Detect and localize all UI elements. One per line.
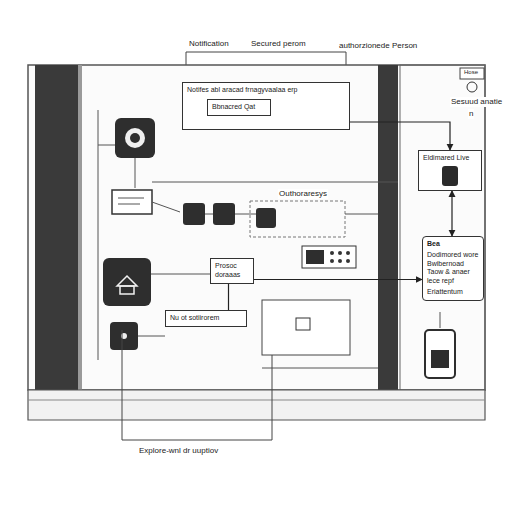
keypad-key [338,251,342,255]
wire [151,274,210,275]
device-icon [213,203,235,225]
sensor-icon [110,322,138,350]
wire [98,145,115,146]
label: n [468,109,474,119]
housing [28,65,485,390]
keypad-key [330,259,334,263]
controller-box [262,300,350,355]
connector [228,284,229,311]
card-line [118,198,144,199]
process-box: Bbnacred Qat [207,99,271,116]
bottom-bracket [272,355,273,440]
bottom-bracket [122,330,123,440]
label: Notification [188,39,230,49]
bottom-bracket [122,440,272,441]
keypad-key [346,259,350,263]
tag-box [460,68,484,79]
card-line [118,204,140,205]
process-box: BeaDodimored wore Bwibernoad Taow & anae… [422,236,484,301]
home-wall [120,286,134,294]
wire [440,312,441,328]
wire [135,158,136,188]
wire [138,336,165,337]
keypad-key [330,251,334,255]
right-band [378,65,398,390]
node-text: Nu ot sotiirorem [170,314,242,323]
process-box: Nu ot sotiirorem [165,310,247,327]
node-text: Eldimared Live [423,154,477,163]
controller-icon [296,318,310,330]
device-icon [256,208,276,228]
left-band [35,65,78,390]
base [28,390,485,420]
band-edge [78,65,82,390]
camera-lens [130,133,140,143]
lock-icon [425,330,455,378]
connector [350,122,450,150]
camera-icon [115,118,155,158]
node-text: Bbnacred Qat [212,103,266,112]
node-text: Bea [427,240,479,249]
keypad [302,246,356,268]
keypad-key [346,251,350,255]
base-line [28,400,485,401]
node-text: Notifes abl aracad frnagyvaalaa erp [187,86,345,95]
node-text: Prosoc doraaas [215,262,249,280]
node-text: Eriattentum [427,288,479,297]
label: Hose [463,69,479,76]
keypad-screen [306,250,324,264]
camera-lens [125,128,145,148]
top-bracket [186,52,346,53]
keypad-key [338,259,342,263]
right-panel [400,65,485,390]
group-frame [250,201,345,237]
wire [98,110,99,360]
process-box: Prosoc doraaas [210,258,254,284]
label: Outhoraresys [278,189,328,199]
wire [235,214,256,215]
process-box: Eldimared Live [418,150,482,191]
home-icon [103,258,151,306]
home-roof [117,276,137,286]
wire [205,214,213,215]
status-icon [467,82,477,92]
connector [254,279,422,280]
camera-icon [442,166,458,186]
wire [152,182,398,183]
label: Secured perom [250,39,307,49]
label: Sesuud anatie [450,97,503,107]
process-box: Notifes abl aracad frnagyvaalaa erpBbnac… [182,82,350,130]
wire [345,214,378,215]
connector [451,191,452,236]
wire [262,368,378,369]
lock-body [431,350,449,368]
wire [152,202,180,212]
node-text: Dodimored wore Bwibernoad Taow & anaer l… [427,251,479,286]
document-card [112,190,152,214]
label: Explore-wnl dr uuptiov [138,446,219,456]
device-icon [183,203,205,225]
label: authorzionede Person [338,41,418,51]
